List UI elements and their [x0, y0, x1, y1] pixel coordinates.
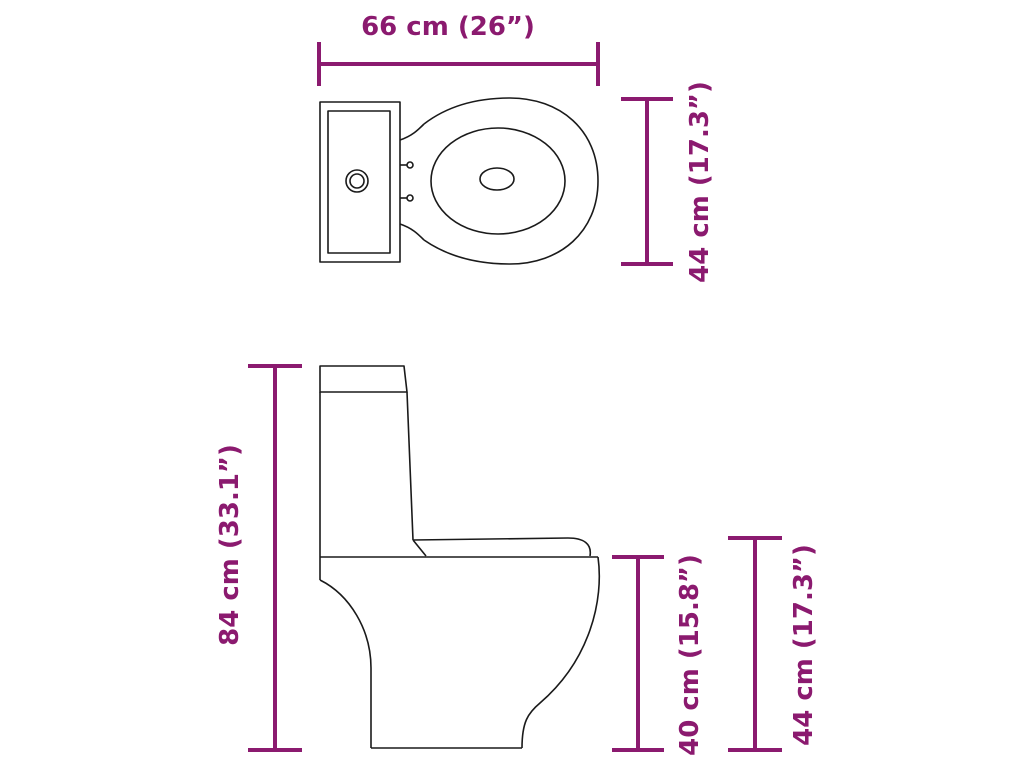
hinge-bottom: [406, 194, 414, 202]
bowl-height-dimension: 44 cm (17.3”): [728, 536, 819, 752]
seat-height-label: 40 cm (15.8”): [675, 554, 705, 756]
bowl-drain: [479, 167, 515, 191]
bowl-front: [521, 556, 601, 749]
top-depth-dimension: 44 cm (17.3”): [621, 81, 715, 283]
top-depth-label: 44 cm (17.3”): [685, 81, 715, 283]
tank-outer: [319, 101, 401, 263]
tank-lid: [319, 365, 408, 393]
total-height-dimension: 84 cm (33.1”): [215, 364, 302, 752]
total-height-label: 84 cm (33.1”): [215, 444, 245, 646]
top-view: [319, 97, 599, 265]
seat-hinge: [412, 539, 427, 557]
tank-neck: [399, 123, 425, 241]
tank-body: [319, 391, 414, 557]
top-width-dimension: 66 cm (26”): [317, 12, 600, 86]
seat-lid: [412, 537, 592, 557]
flush-button-inner: [349, 173, 365, 189]
hinge-top: [406, 161, 414, 169]
bowl-rim: [430, 127, 566, 235]
flush-button-outer: [345, 169, 369, 193]
side-view: [319, 365, 601, 749]
tank-inner: [327, 110, 391, 254]
bowl-rear: [319, 579, 372, 748]
top-width-label: 66 cm (26”): [361, 12, 535, 42]
bowl-height-label: 44 cm (17.3”): [789, 544, 819, 746]
seat-height-dimension: 40 cm (15.8”): [612, 554, 705, 756]
bowl-outer: [423, 97, 599, 265]
